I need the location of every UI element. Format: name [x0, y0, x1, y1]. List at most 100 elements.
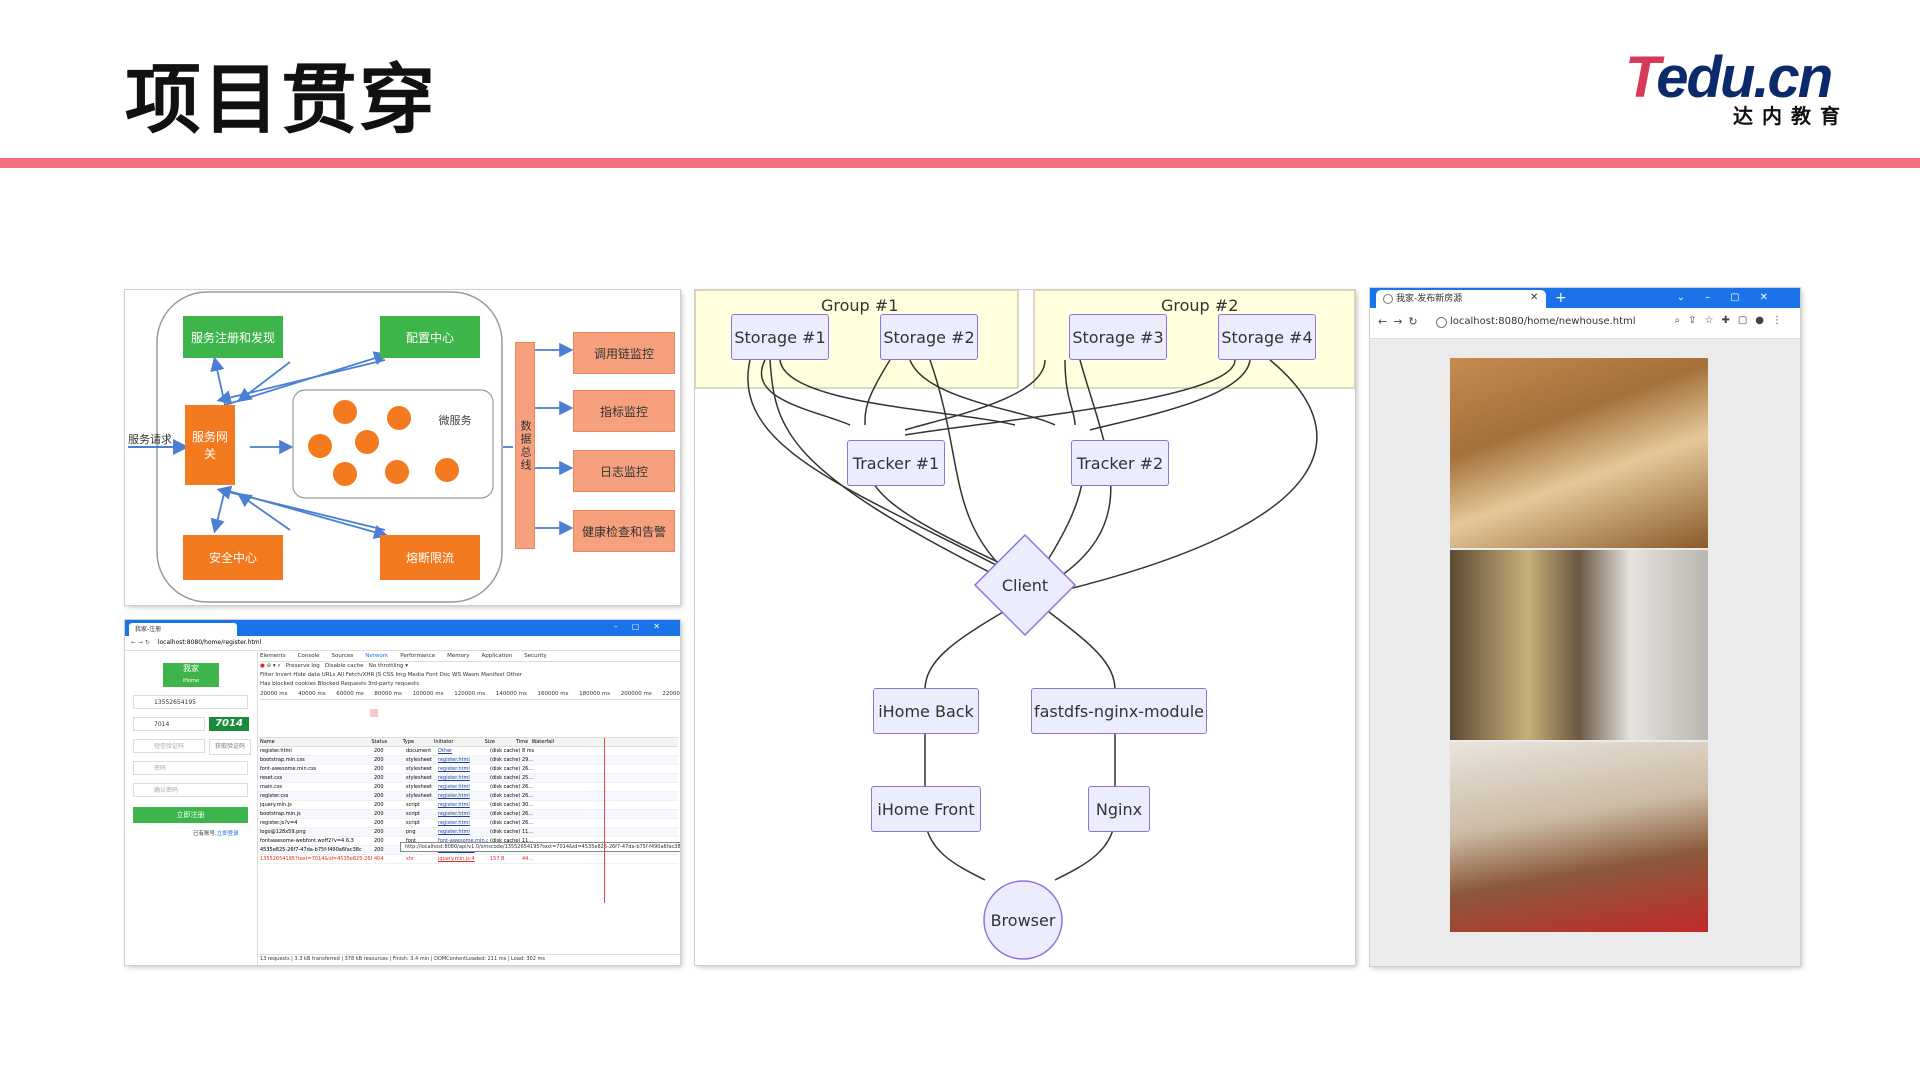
storage2-node: Storage #2 — [880, 314, 978, 360]
browser-tab[interactable]: 我家-发布新房源 — [1376, 290, 1546, 308]
tracker2-node: Tracker #2 — [1071, 440, 1169, 486]
browser-titlebar: 我家-发布新房源 ✕ + ⌄–▢✕ — [1370, 288, 1800, 308]
devtools-tab[interactable]: Application — [481, 653, 513, 659]
timeline-tick: 120000 ms — [454, 691, 486, 697]
throttling-select[interactable]: No throttling — [368, 663, 404, 669]
data-bus-box: 数据总线 — [515, 342, 535, 549]
phone-input[interactable]: 13552654195 — [133, 695, 248, 709]
table-cell: 44... — [522, 856, 534, 862]
new-tab-icon[interactable]: + — [1555, 290, 1567, 306]
timeline-tick: 160000 ms — [537, 691, 569, 697]
login-link[interactable]: 立即登录 — [216, 831, 239, 837]
disable-cache-checkbox[interactable]: Disable cache — [325, 663, 364, 669]
address-bar[interactable]: ←→↻ localhost:8080/home/newhouse.html ⌕⇪… — [1370, 308, 1800, 339]
password-input[interactable]: 密码 — [133, 761, 248, 775]
nav-arrows-icon[interactable]: ← → ↻ — [131, 639, 150, 646]
timeline-tick: 200000 ms — [620, 691, 652, 697]
devtools-tab[interactable]: Security — [524, 653, 547, 659]
group1-title: Group #1 — [821, 296, 899, 315]
table-cell: stylesheet — [406, 784, 432, 790]
client-node: Client — [1001, 575, 1049, 595]
table-cell: 25... — [522, 775, 534, 781]
address-bar[interactable]: ← → ↻ localhost:8080/home/register.html — [125, 636, 680, 651]
table-cell: stylesheet — [406, 766, 432, 772]
monitor-box-health: 健康检查和告警 — [573, 510, 675, 552]
table-cell: 26... — [522, 766, 534, 772]
devtools-tab[interactable]: Sources — [331, 653, 354, 659]
fastdfs-architecture-diagram: Group #1 Group #2 Storage #1 Storage #2 … — [695, 290, 1355, 965]
table-cell: fontawesome-webfont.woff2?v=4.6.3 — [260, 838, 354, 844]
nav-buttons-icon[interactable]: ←→↻ — [1378, 315, 1424, 328]
table-row[interactable]: 13552654195?text=7014&id=4535e825-26f7-4… — [258, 855, 678, 864]
tab-close-icon[interactable]: ✕ — [1530, 292, 1539, 303]
browser-node: Browser — [990, 910, 1056, 930]
table-row[interactable]: font-awesome.min.css 200 stylesheet registe… — [258, 765, 678, 774]
tracker1-node: Tracker #1 — [847, 440, 945, 486]
network-status-bar: 13 requests | 3.3 kB transferred | 378 k… — [260, 954, 680, 964]
sms-code-input[interactable]: 短信验证码 — [133, 739, 205, 753]
devtools-tab[interactable]: Elements — [260, 653, 286, 659]
table-cell: font-awesome.min.css — [260, 766, 317, 772]
circuit-breaker-box: 熔断限流 — [380, 535, 480, 580]
devtools-tab[interactable]: Memory — [447, 653, 470, 659]
record-icon[interactable]: ● — [260, 663, 265, 669]
table-cell: jquery.min.js:4 — [438, 856, 475, 862]
window-controls[interactable]: ⌄–▢✕ — [1676, 292, 1788, 303]
microservice-connectors — [128, 291, 574, 603]
captcha-image[interactable]: 7014 — [209, 717, 249, 731]
info-icon[interactable] — [1436, 317, 1447, 328]
get-sms-button[interactable]: 获取验证码 — [209, 739, 251, 755]
table-cell: 200 — [374, 757, 384, 763]
table-cell: 200 — [374, 820, 384, 826]
register-button[interactable]: 立即注册 — [133, 807, 248, 823]
gateway-box: 服务网关 — [185, 405, 235, 485]
blocked-filter-bar[interactable]: Has blocked cookies Blocked Requests 3rd… — [260, 681, 420, 687]
service-registry-box: 服务注册和发现 — [183, 316, 283, 358]
table-cell: 29... — [522, 757, 534, 763]
table-cell: (disk cache) — [490, 775, 520, 781]
type-filter-bar[interactable]: Filter Invert Hide data URLs All Fetch/X… — [260, 672, 522, 678]
table-cell: 200 — [374, 766, 384, 772]
confirm-password-input[interactable]: 确认密码 — [133, 783, 248, 797]
browser-tab[interactable]: 我家-注册 — [129, 623, 237, 636]
table-cell: 200 — [374, 829, 384, 835]
timeline-tick: 140000 ms — [495, 691, 527, 697]
devtools-tab[interactable]: Performance — [400, 653, 436, 659]
table-cell: 200 — [374, 748, 384, 754]
table-cell: register.html — [438, 829, 470, 835]
devtools-tab[interactable]: Network — [365, 653, 389, 659]
devtools-tabs[interactable]: Elements Console Sources Network Performance… — [260, 652, 680, 662]
table-cell: logo@128x59.png — [260, 829, 306, 835]
table-cell: bootstrap.min.js — [260, 811, 301, 817]
window-controls[interactable]: –▢✕ — [613, 622, 674, 631]
table-cell: 200 — [374, 811, 384, 817]
devtools-tab[interactable]: Console — [297, 653, 320, 659]
url-text: localhost:8080/home/register.html — [157, 639, 262, 646]
table-cell: (disk cache) — [490, 784, 520, 790]
table-cell: script — [406, 820, 420, 826]
network-toolbar[interactable]: ● ⊘ ▾ ⌕ Preserve log Disable cache No th… — [260, 663, 408, 669]
preserve-log-checkbox[interactable]: Preserve log — [285, 663, 320, 669]
table-cell: 8 ms — [522, 748, 535, 754]
devtools-pane — [258, 651, 680, 965]
clear-icon[interactable]: ⊘ — [266, 663, 272, 669]
request-url-tooltip: http://localhost:8080/api/v1.0/smscode/1… — [400, 842, 680, 852]
table-cell: register.html — [438, 766, 470, 772]
table-cell: 404 — [374, 856, 384, 862]
toolbar-icons[interactable]: ⌕⇪☆✚▢●⋮ — [1674, 315, 1790, 326]
table-cell: Time — [515, 739, 529, 745]
storage3-node: Storage #3 — [1069, 314, 1167, 360]
table-cell: xhr — [406, 856, 415, 862]
overview-area[interactable] — [258, 699, 678, 738]
captcha-input[interactable]: 7014 — [133, 717, 205, 731]
